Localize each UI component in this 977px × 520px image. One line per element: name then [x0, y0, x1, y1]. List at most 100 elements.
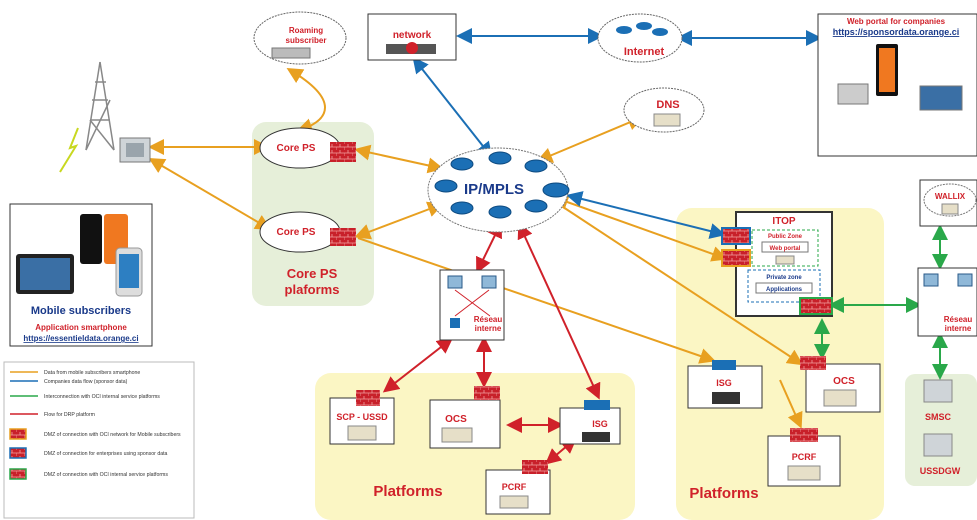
legend: Data from mobile subscribers smartphoneC…: [3, 361, 195, 519]
core-ps-node-2: Core PS: [259, 211, 356, 253]
ussdgw-label: USSDGW: [920, 466, 961, 476]
switch-icon: [447, 275, 463, 289]
legend-item: DMZ of connection with OCI network for M…: [9, 428, 181, 440]
antenna-icon: [85, 61, 115, 151]
legend-firewall-icon: [9, 428, 27, 440]
server-icon: [441, 427, 473, 443]
legend-item: Interconnection with OCI internal servic…: [10, 394, 160, 400]
legend-item: DMZ of connection with OCI internal serv…: [9, 468, 168, 480]
server-icon: [347, 425, 377, 441]
applications-label: Applications: [766, 287, 803, 293]
firewall-icon: [522, 460, 548, 474]
ip-mpls-label: IP/MPLS: [464, 181, 524, 198]
server-icon: [923, 379, 953, 403]
dns-label: DNS: [656, 99, 679, 111]
firewall-icon: [356, 390, 380, 406]
firewall-icon: [800, 356, 826, 370]
ocs-left-label: OCS: [445, 414, 467, 425]
server-icon: [653, 113, 681, 127]
laptop-icon: [837, 83, 869, 105]
mobile-title: Mobile subscribers: [31, 305, 131, 317]
smsc-zone: [905, 374, 977, 486]
switch-icon: [923, 273, 939, 287]
scp-ussd-node: SCP - USSD: [329, 390, 395, 445]
flow-lines: [148, 28, 948, 465]
server-icon: [923, 433, 953, 457]
web-portal-title: Web portal for companies: [847, 17, 946, 26]
server-icon: [787, 465, 821, 481]
roaming-line1: Roaming: [289, 26, 323, 35]
legend-item: DMZ of connection for enterprises using …: [9, 447, 168, 459]
router-icon: [271, 47, 311, 59]
wallix-label: WALLIX: [935, 192, 966, 201]
core-ps-node-1: Core PS: [259, 127, 356, 169]
network-cloud: network: [367, 13, 457, 61]
web-portal-zone-label: Web portal: [770, 246, 801, 252]
dns-cloud: DNS: [623, 87, 705, 133]
ocs-right-node: OCS: [800, 356, 881, 413]
router-icon: [616, 22, 668, 36]
itop-node: ITOP Public Zone Web portal Private zone…: [721, 211, 833, 317]
legend-label: DMZ of connection with OCI internal serv…: [44, 472, 168, 478]
legend-firewall-icon: [9, 468, 27, 480]
itop-title: ITOP: [772, 216, 795, 227]
ocs-left-node: OCS: [429, 386, 501, 449]
mobile-subtitle: Application smartphone: [35, 323, 127, 332]
internet-label: Internet: [624, 46, 665, 58]
pcrf-right-label: PCRF: [792, 452, 817, 462]
legend-label: DMZ of connection with OCI network for M…: [44, 432, 181, 438]
pcrf-left-label: PCRF: [502, 482, 527, 492]
server-icon: [712, 392, 740, 404]
legend-item: Data from mobile subscribers smartphone: [10, 370, 140, 376]
ussdgw-node: USSDGW: [920, 433, 961, 476]
firewall-icon: [712, 360, 736, 370]
wallix-cloud: WALLIX: [919, 179, 977, 227]
firewall-icon: [450, 318, 460, 328]
legend-label: Flow for DRP platform: [44, 412, 95, 418]
firewall-icon: [790, 428, 818, 442]
network-label: network: [393, 30, 432, 41]
internet-cloud: Internet: [597, 13, 683, 63]
smsc-label: SMSC: [925, 412, 952, 422]
isg-right-node: ISG: [687, 360, 763, 409]
firewall-icon: [330, 142, 356, 162]
smsc-node: SMSC: [923, 379, 953, 422]
pcrf-left-node: PCRF: [485, 460, 551, 515]
firewall-icon: [799, 297, 833, 315]
legend-label: Interconnection with OCI internal servic…: [44, 394, 160, 400]
legend-label: DMZ of connection for enterprises using …: [44, 451, 168, 457]
legend-label: Data from mobile subscribers smartphone: [44, 370, 140, 376]
isg-left-label: ISG: [592, 419, 608, 429]
web-portal-panel: Web portal for companies https://sponsor…: [817, 13, 977, 157]
base-station-icon: [119, 137, 151, 163]
ocs-right-label: OCS: [833, 376, 855, 387]
server-icon: [582, 432, 610, 442]
legend-label: Companies data flow (sponsor data): [44, 379, 128, 385]
platforms-left-label: Platforms: [373, 483, 442, 500]
server-icon: [941, 203, 959, 215]
scp-ussd-label: SCP - USSD: [336, 412, 388, 422]
server-icon: [823, 389, 857, 407]
radio-signal-icon: [59, 127, 79, 173]
firewall-icon: [721, 249, 751, 267]
server-icon: [499, 495, 529, 509]
legend-item: Flow for DRP platform: [10, 412, 95, 418]
mobile-url[interactable]: https://essentieldata.orange.ci: [23, 334, 138, 343]
f5-icon: [406, 42, 418, 54]
firewall-icon: [474, 386, 500, 400]
isg-left-node: ISG: [559, 400, 621, 445]
smartphone-icon: [80, 214, 102, 264]
legend-item: Companies data flow (sponsor data): [10, 379, 128, 385]
firewall-icon: [330, 228, 356, 246]
router-icon: [450, 157, 474, 171]
web-portal-url[interactable]: https://sponsordata.orange.ci: [833, 27, 960, 37]
firewall-icon: [584, 400, 610, 410]
public-zone-label: Public Zone: [768, 234, 803, 240]
